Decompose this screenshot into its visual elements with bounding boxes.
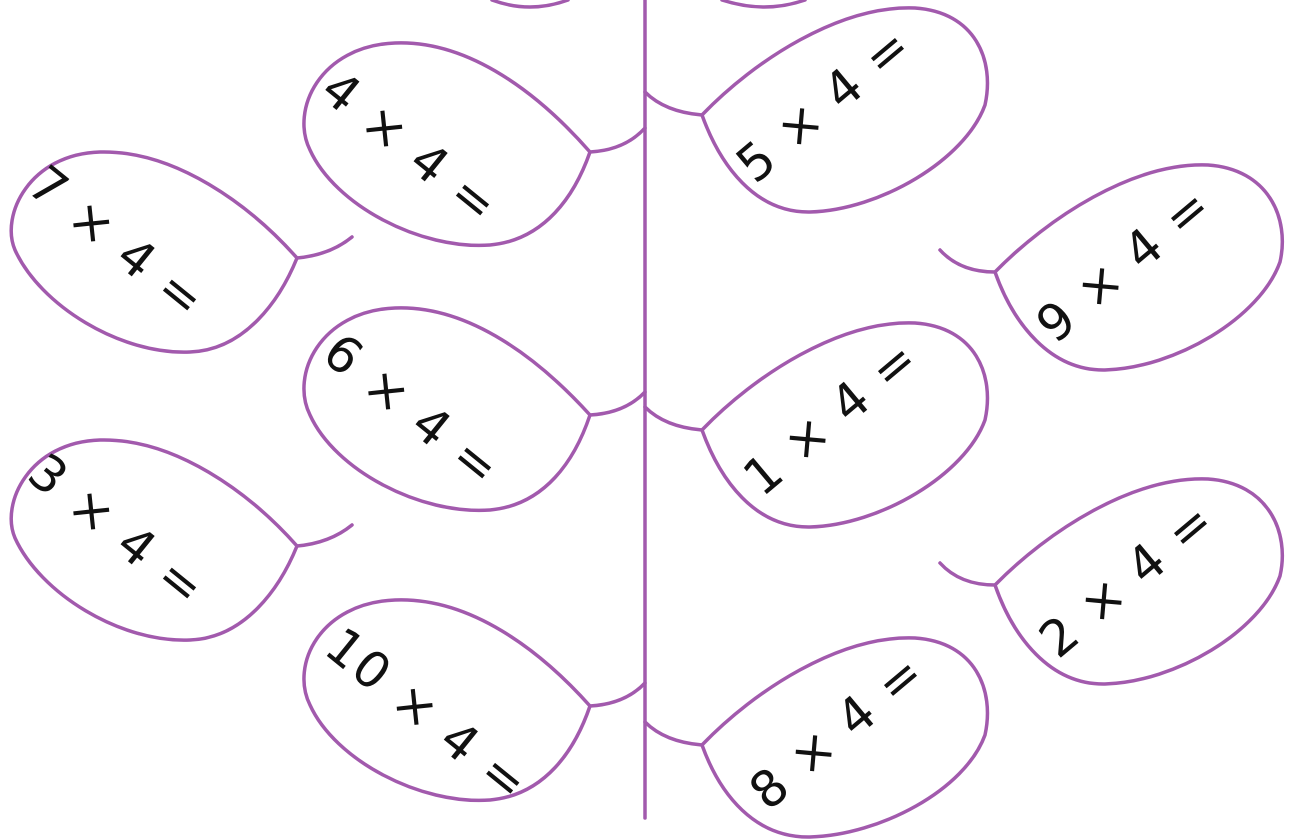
leaf-5x4: 5 × 4 = (645, 8, 987, 212)
leaf-7x4-equation: 7 × 4 = (17, 154, 216, 331)
leaf-4x4-equation: 4 × 4 = (310, 59, 509, 236)
leaf-8x4-equation: 8 × 4 = (738, 642, 935, 821)
leaf-2x4-equation: 2 × 4 = (1028, 490, 1225, 669)
leaf-4x4: 4 × 4 = (304, 43, 645, 245)
partial-leaf-top-right (722, 0, 805, 7)
leaf-9x4: 9 × 4 = (940, 165, 1282, 370)
leaf-10x4-equation: 10 × 4 = (314, 616, 539, 814)
leaf-8x4: 8 × 4 = (645, 638, 987, 837)
leaf-10x4: 10 × 4 = (304, 600, 645, 814)
leaf-5x4-equation: 5 × 4 = (725, 15, 922, 194)
leaf-6x4: 6 × 4 = (304, 308, 645, 510)
leaf-3x4: 3 × 4 = (11, 440, 352, 640)
leaf-1x4-equation: 1 × 4 = (732, 328, 929, 507)
leaf-6x4-equation: 6 × 4 = (312, 322, 511, 499)
leaf-2x4: 2 × 4 = (940, 479, 1282, 684)
leaf-1x4: 1 × 4 = (645, 323, 987, 527)
leaf-3x4-equation: 3 × 4 = (17, 442, 216, 619)
partial-leaf-top-left (492, 0, 568, 7)
leaf-9x4-equation: 9 × 4 = (1025, 175, 1222, 354)
leaf-7x4: 7 × 4 = (11, 152, 352, 352)
